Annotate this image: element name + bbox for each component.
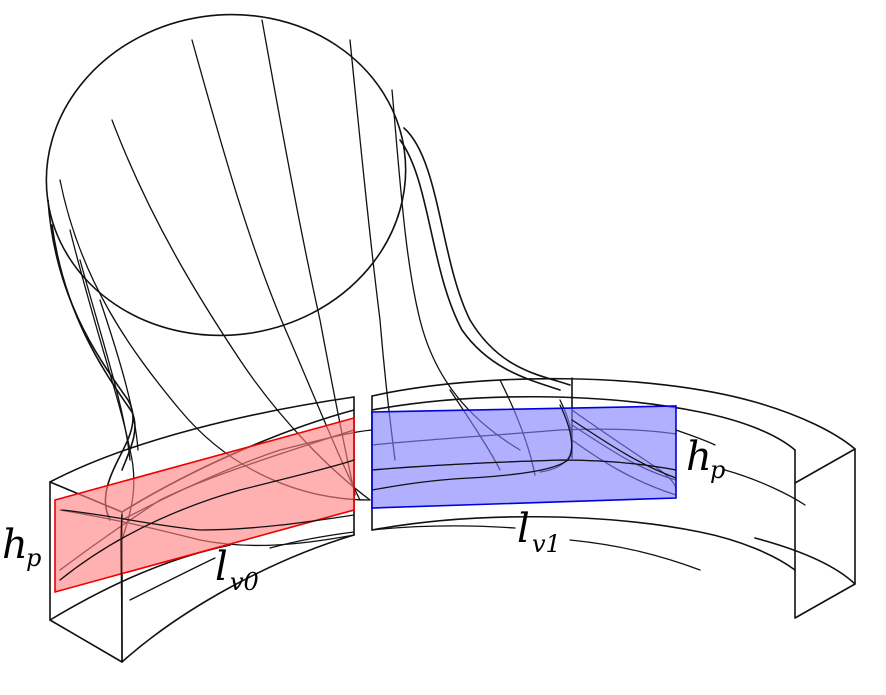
- label-hp-right: h p: [686, 434, 725, 484]
- svg-text:h: h: [686, 434, 712, 480]
- overlay-wires: [59, 404, 677, 663]
- svg-text:p: p: [710, 456, 725, 484]
- dimension-lines: [129, 429, 806, 601]
- right-plane-hp-lv1: [371, 405, 677, 509]
- label-lv0: l v0: [215, 544, 259, 596]
- label-hp-left: h p: [2, 522, 41, 572]
- svg-text:v1: v1: [532, 530, 561, 558]
- svg-text:l: l: [215, 544, 228, 590]
- right-channel-box: [371, 377, 856, 619]
- left-plane-hp-lv0: [54, 416, 355, 594]
- svg-text:v0: v0: [230, 568, 259, 596]
- svg-text:l: l: [517, 506, 530, 552]
- svg-text:p: p: [26, 544, 41, 572]
- svg-text:h: h: [2, 522, 28, 568]
- label-lv1: l v1: [517, 506, 561, 558]
